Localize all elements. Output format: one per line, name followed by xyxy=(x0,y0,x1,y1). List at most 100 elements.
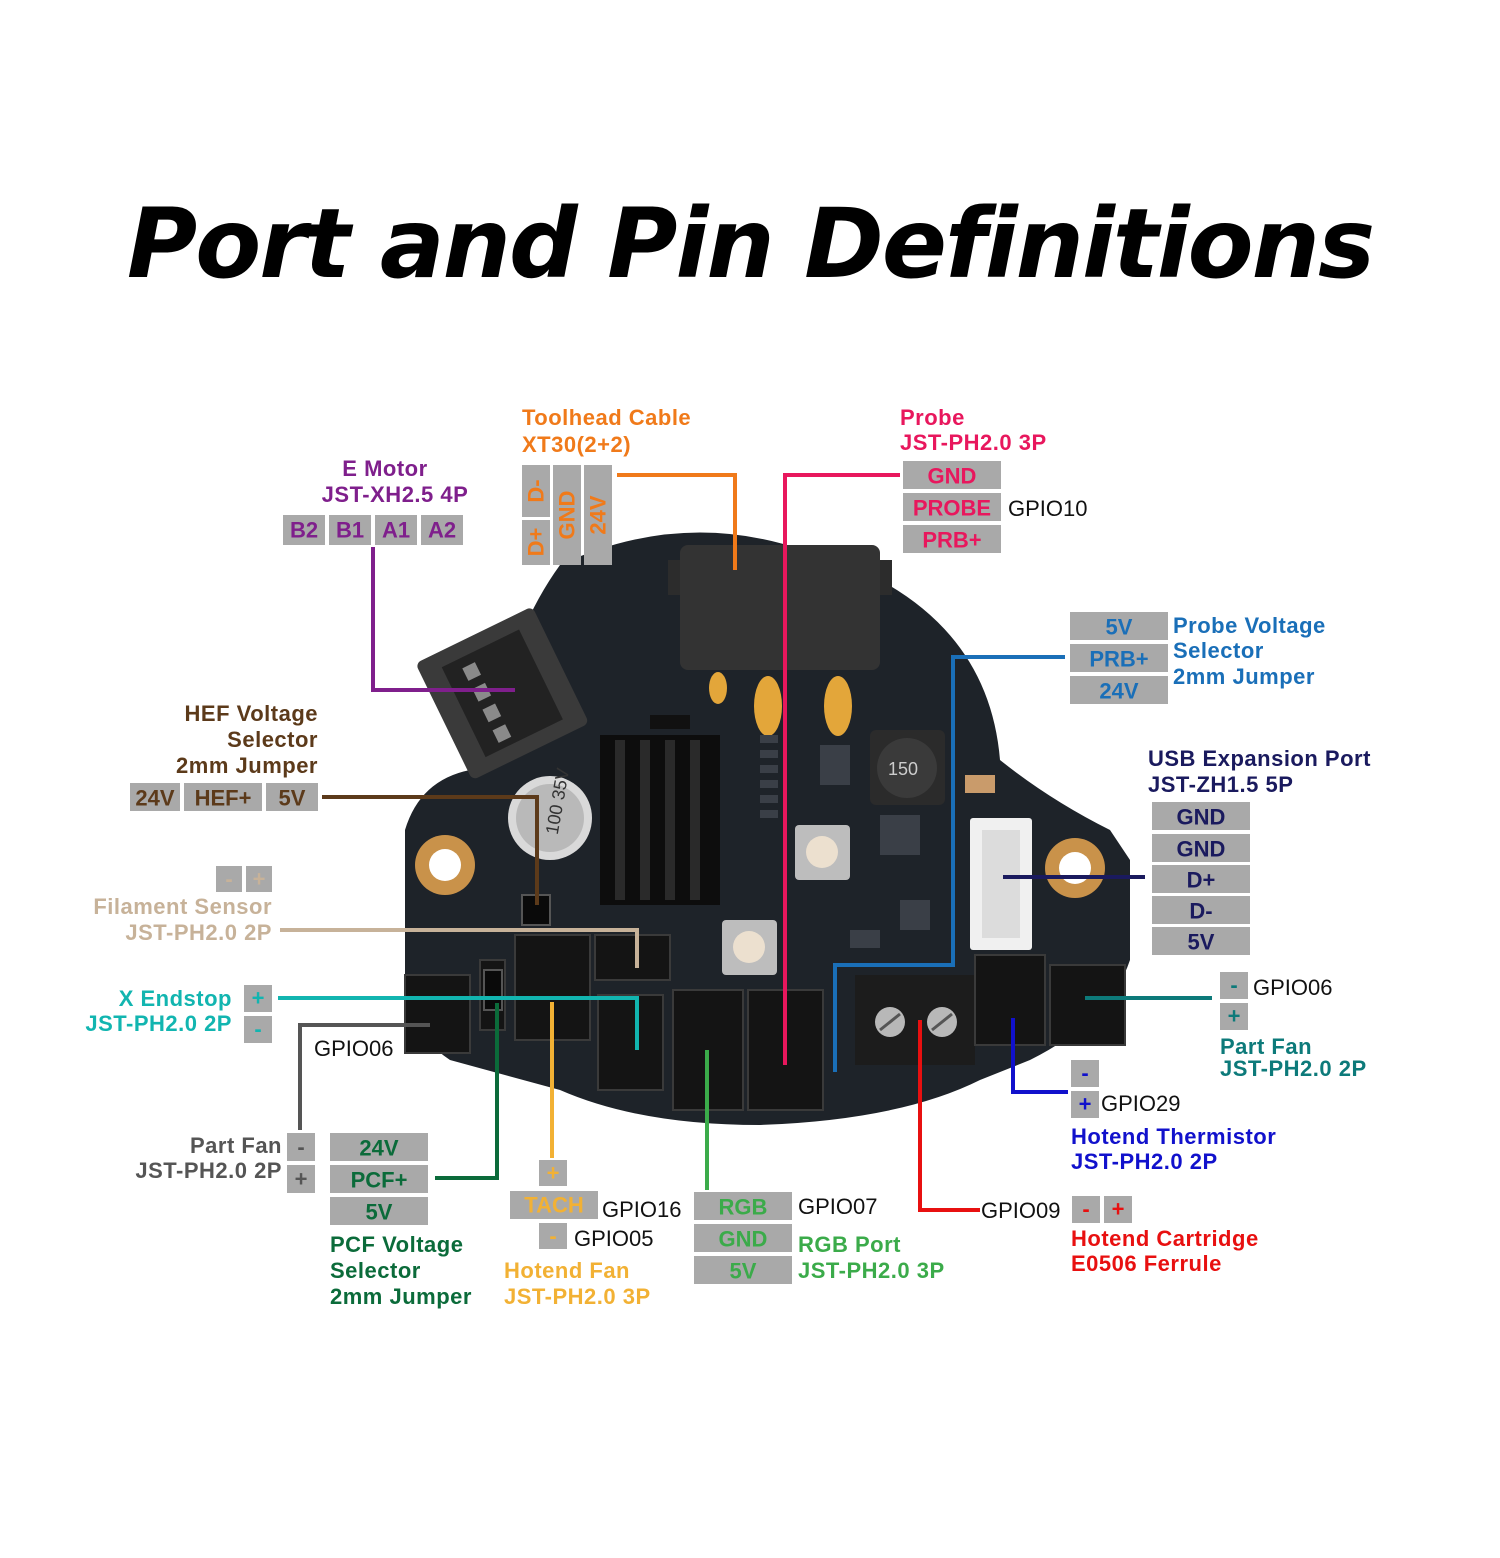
thermistor-pin-plus: + xyxy=(1079,1092,1092,1117)
hotendfan-group: + TACH - GPIO16 GPIO05 Hotend Fan JST-PH… xyxy=(504,1160,681,1309)
pcf-jumper xyxy=(483,969,503,1011)
cartridge-line xyxy=(918,1020,980,1212)
leader-lines xyxy=(278,473,1212,1212)
xt30-connector xyxy=(668,545,892,736)
toolhead-pin-gnd: GND xyxy=(555,491,580,540)
motor-connector xyxy=(417,608,588,779)
thermistor-gpio: GPIO29 xyxy=(1101,1091,1180,1116)
partfan-right-subtitle: JST-PH2.0 2P xyxy=(1220,1056,1367,1081)
rgb-title: RGB Port xyxy=(798,1232,901,1257)
usb-connector xyxy=(970,818,1032,950)
rgb-group: RGB GND 5V GPIO07 RGB Port JST-PH2.0 3P xyxy=(694,1192,945,1284)
filament-subtitle: JST-PH2.0 2P xyxy=(125,920,272,945)
pcb-board: 100 35V 150 xyxy=(404,532,1130,1125)
cartridge-pin-plus: + xyxy=(1112,1197,1125,1222)
pcf-pin-24v: 24V xyxy=(359,1136,398,1161)
thermistor-line xyxy=(1011,1018,1068,1094)
rgb-pin-gnd: GND xyxy=(719,1227,768,1252)
probe-subtitle: JST-PH2.0 3P xyxy=(900,430,1047,455)
xendstop-subtitle: JST-PH2.0 2P xyxy=(85,1011,232,1036)
thermistor-pin-minus: - xyxy=(1081,1061,1088,1086)
reset-button xyxy=(795,825,850,880)
filament-pin-plus: + xyxy=(253,867,266,892)
partfan-right-title: Part Fan xyxy=(1220,1034,1312,1059)
emotor-pin-b2: B2 xyxy=(290,518,318,543)
probe-title: Probe xyxy=(900,405,965,430)
xendstop-title: X Endstop xyxy=(119,986,232,1011)
partfan-right-pin-minus: - xyxy=(1230,973,1237,998)
terminal-block xyxy=(855,975,975,1065)
partfan-left-line xyxy=(298,1023,430,1130)
toolhead-pin-dplus: D+ xyxy=(524,528,549,557)
hef-pin-5v: 5V xyxy=(279,786,306,811)
hef-group: HEF Voltage Selector 2mm Jumper 24V HEF+… xyxy=(130,701,318,811)
toolhead-line xyxy=(617,473,737,570)
partfan-right-pin-plus: + xyxy=(1228,1004,1241,1029)
svg-text:150: 150 xyxy=(888,759,918,779)
emotor-group: E Motor JST-XH2.5 4P B2 B1 A1 A2 xyxy=(283,456,468,545)
probe-group: Probe JST-PH2.0 3P GND PROBE PRB+ GPIO10 xyxy=(900,405,1087,553)
smd-components xyxy=(650,715,995,948)
partfan-left-pin-plus: + xyxy=(295,1167,308,1192)
rgb-pin-rgb: RGB xyxy=(719,1195,768,1220)
emotor-pin-a1: A1 xyxy=(382,518,410,543)
hotendfan-pin-plus: + xyxy=(547,1161,560,1186)
usb-subtitle: JST-ZH1.5 5P xyxy=(1148,772,1293,797)
probevolt-pin-prbplus: PRB+ xyxy=(1089,647,1148,672)
probevolt-group: 5V PRB+ 24V Probe Voltage Selector 2mm J… xyxy=(1070,612,1326,704)
pcf-pin-pcfplus: PCF+ xyxy=(351,1168,408,1193)
usb-pin-dplus: D+ xyxy=(1187,868,1216,893)
hef-subtitle: Selector xyxy=(227,727,318,752)
xendstop-pin-plus: + xyxy=(252,986,265,1011)
page-title: Port and Pin Definitions xyxy=(126,188,1375,300)
probevolt-line xyxy=(833,655,1065,1072)
cartridge-gpio: GPIO09 xyxy=(981,1198,1060,1223)
xendstop-line xyxy=(278,996,639,1050)
hotendfan-title: Hotend Fan xyxy=(504,1258,630,1283)
usb-title: USB Expansion Port xyxy=(1148,746,1371,771)
emotor-pin-b1: B1 xyxy=(336,518,364,543)
hotendfan-subtitle: JST-PH2.0 3P xyxy=(504,1284,651,1309)
probe-pin-probe: PROBE xyxy=(913,496,991,521)
probe-pin-prbplus: PRB+ xyxy=(922,528,981,553)
filament-group: - + Filament Sensor JST-PH2.0 2P xyxy=(93,866,272,945)
toolhead-subtitle: XT30(2+2) xyxy=(522,432,631,457)
probevolt-title: Probe Voltage xyxy=(1173,613,1326,638)
pcf-subtitle-2: 2mm Jumper xyxy=(330,1284,472,1309)
cartridge-title: Hotend Cartridge xyxy=(1071,1226,1259,1251)
pcf-pin-5v: 5V xyxy=(366,1200,393,1225)
hef-subtitle-2: 2mm Jumper xyxy=(176,753,318,778)
toolhead-group: Toolhead Cable XT30(2+2) D- GND 24V D+ xyxy=(522,405,691,565)
rgb-gpio: GPIO07 xyxy=(798,1194,877,1219)
emotor-line xyxy=(371,547,515,692)
usb-pin-dminus: D- xyxy=(1189,899,1212,924)
xendstop-gpio: GPIO06 xyxy=(314,1036,393,1061)
partfan-left-title: Part Fan xyxy=(190,1133,282,1158)
probevolt-subtitle: Selector xyxy=(1173,638,1264,663)
thermistor-subtitle: JST-PH2.0 2P xyxy=(1071,1149,1218,1174)
partfan-left-subtitle: JST-PH2.0 2P xyxy=(135,1158,282,1183)
probevolt-subtitle-2: 2mm Jumper xyxy=(1173,664,1315,689)
cartridge-group: GPIO09 - + Hotend Cartridge E0506 Ferrul… xyxy=(981,1196,1259,1276)
probe-line xyxy=(783,473,900,1065)
filament-title: Filament Sensor xyxy=(93,894,272,919)
probevolt-pin-24v: 24V xyxy=(1099,679,1138,704)
partfan-left-group: Part Fan JST-PH2.0 2P - + xyxy=(135,1133,315,1193)
rgb-subtitle: JST-PH2.0 3P xyxy=(798,1258,945,1283)
thermistor-title: Hotend Thermistor xyxy=(1071,1124,1276,1149)
xendstop-pin-minus: - xyxy=(254,1017,261,1042)
toolhead-pin-24v: 24V xyxy=(586,495,611,534)
usb-pin-gnd-2: GND xyxy=(1177,837,1226,862)
boot-button xyxy=(722,920,777,975)
usb-pin-5v: 5V xyxy=(1188,930,1215,955)
usb-group: USB Expansion Port JST-ZH1.5 5P GND GND … xyxy=(1148,746,1371,955)
heatsink xyxy=(600,735,720,905)
thermistor-group: - + GPIO29 Hotend Thermistor JST-PH2.0 2… xyxy=(1071,1060,1276,1174)
emotor-title: E Motor xyxy=(342,456,427,481)
hotendfan-gpio-minus: GPIO05 xyxy=(574,1226,653,1251)
usb-pin-gnd-1: GND xyxy=(1177,805,1226,830)
hef-line xyxy=(322,795,539,905)
partfan-right-gpio: GPIO06 xyxy=(1253,975,1332,1000)
emotor-subtitle: JST-XH2.5 4P xyxy=(322,482,469,507)
toolhead-title: Toolhead Cable xyxy=(522,405,691,430)
